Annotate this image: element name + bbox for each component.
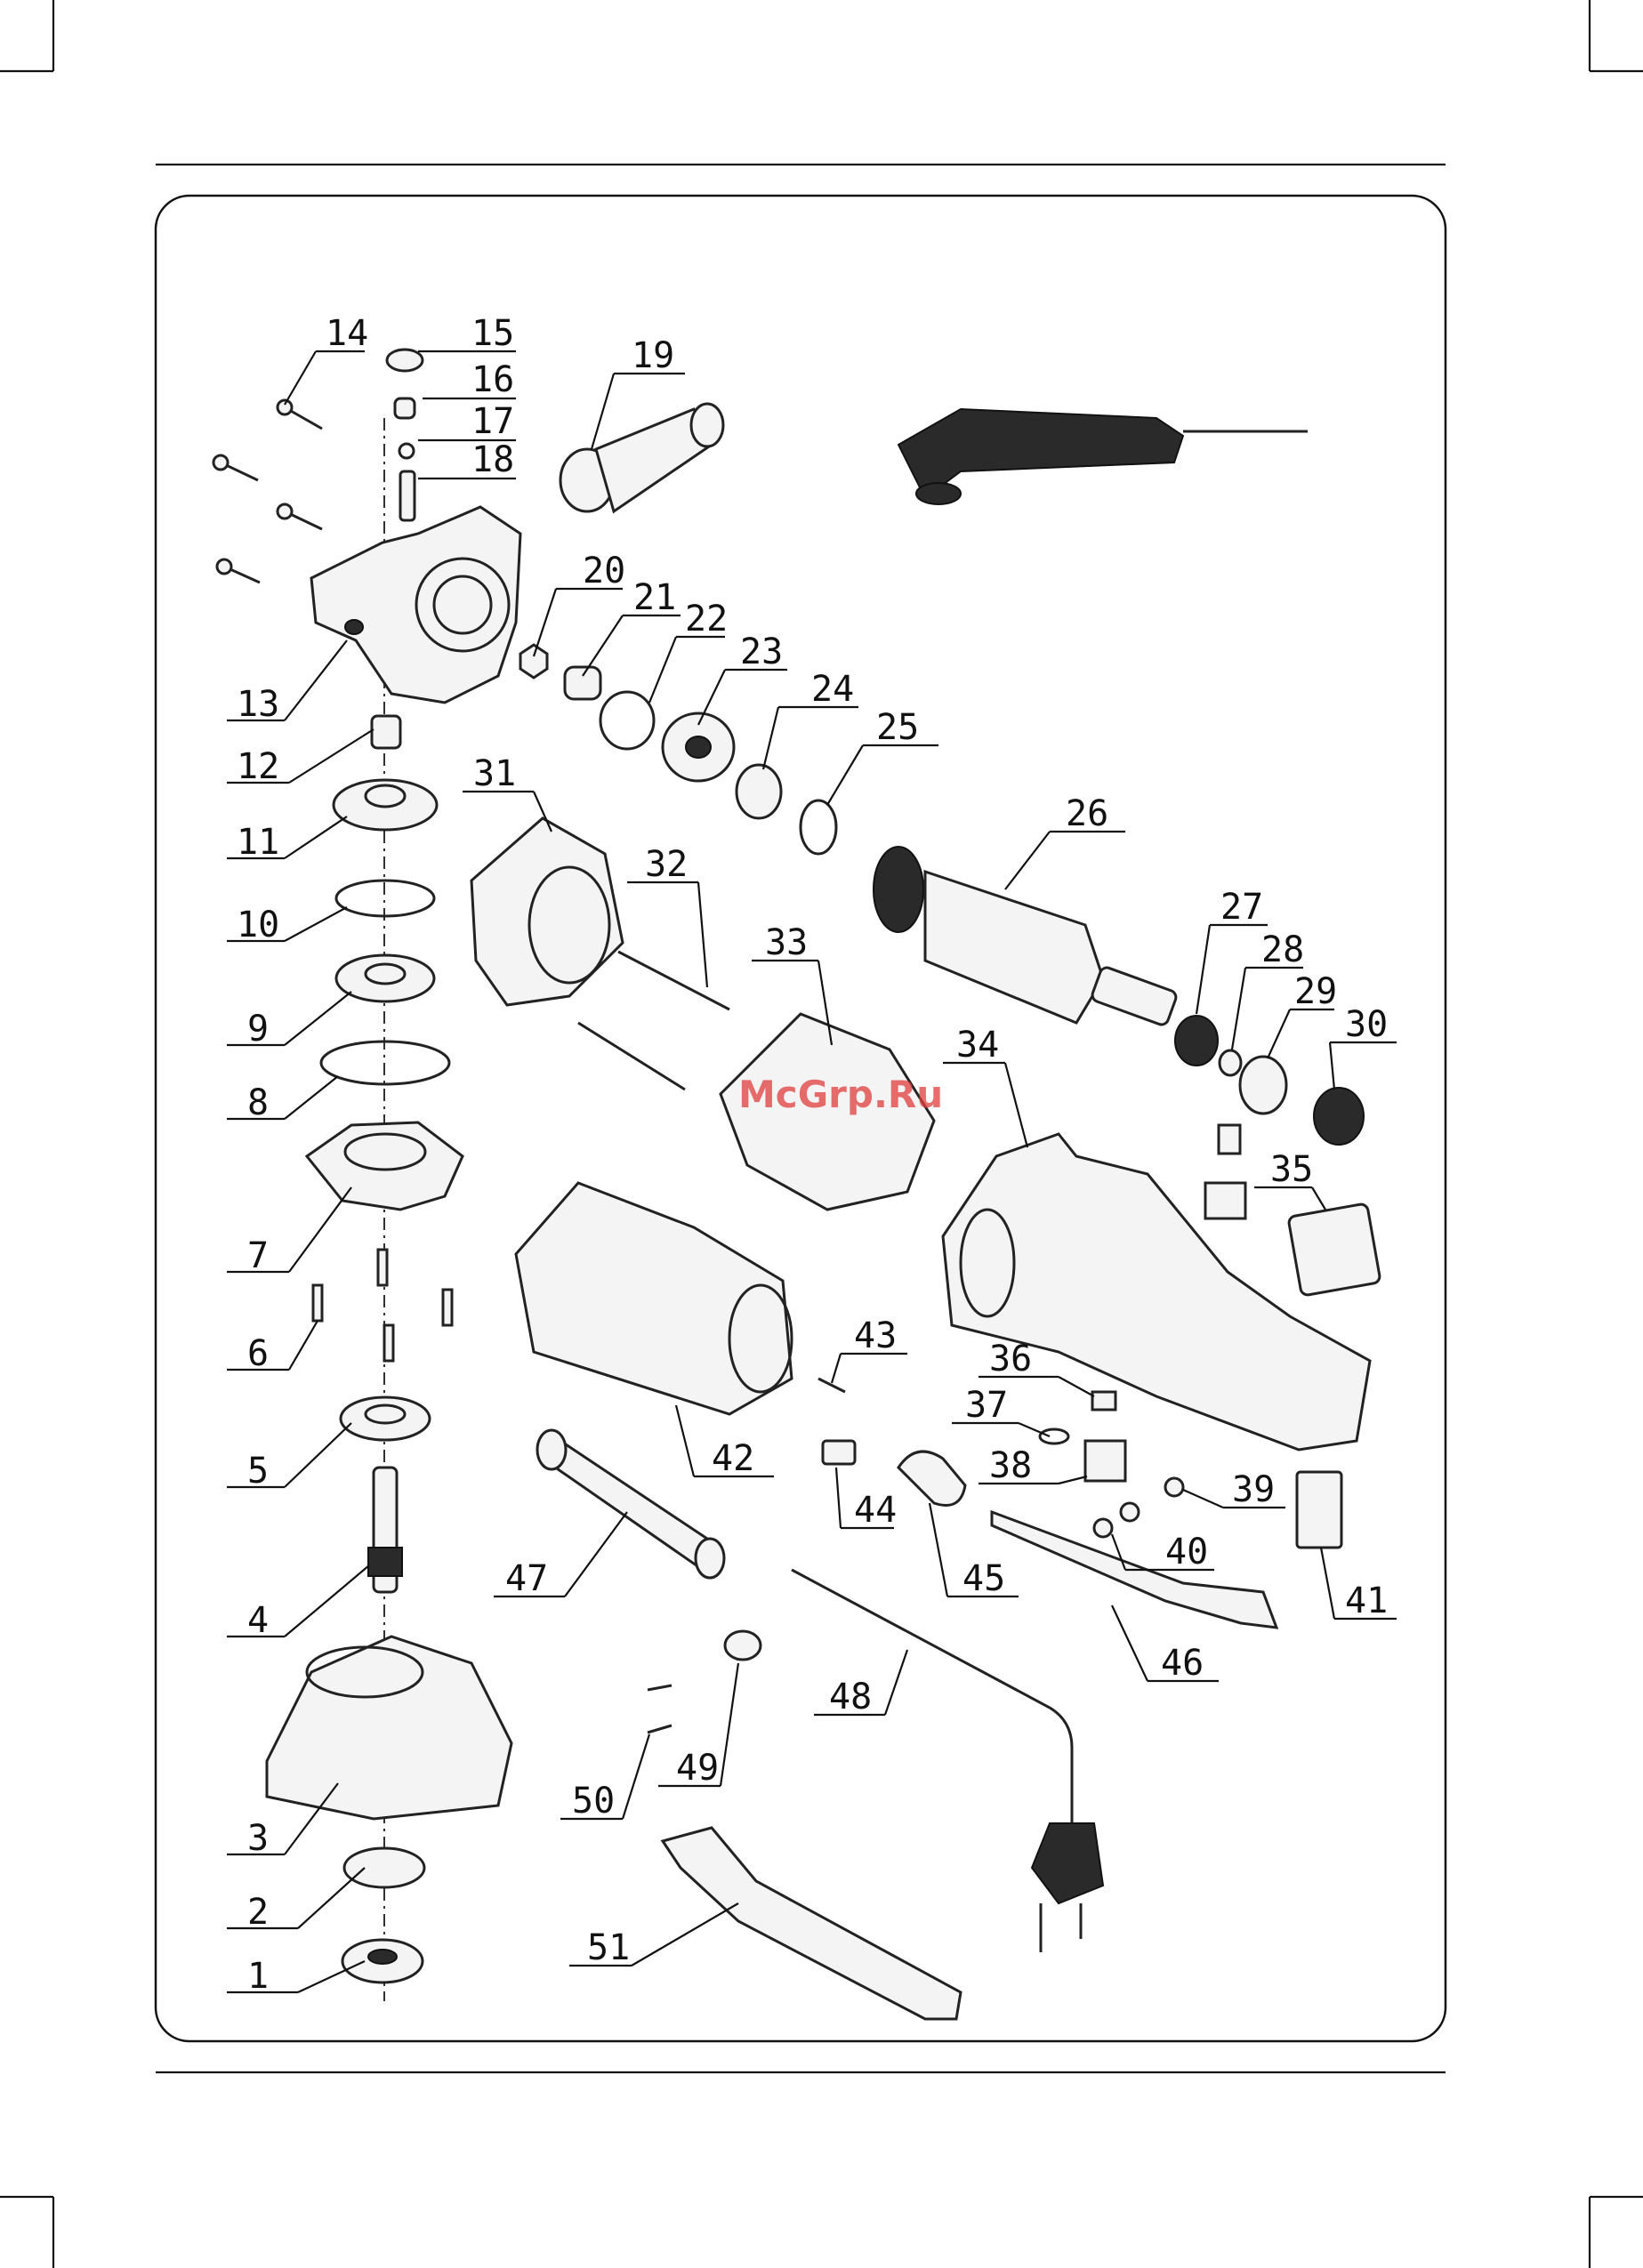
- part-label-11: 11: [237, 822, 279, 863]
- screw-parts: [213, 400, 322, 583]
- part-label-31: 31: [473, 753, 516, 794]
- part-label-47: 47: [505, 1558, 548, 1599]
- rear-housing: [516, 1183, 792, 1414]
- part-label-16: 16: [471, 359, 514, 400]
- part-label-45: 45: [962, 1558, 1005, 1599]
- part-label-49: 49: [676, 1748, 719, 1789]
- part-label-42: 42: [712, 1438, 754, 1479]
- part-label-28: 28: [1261, 929, 1304, 970]
- watermark-text: McGrp.Ru: [738, 1073, 943, 1116]
- side-handle: [560, 404, 723, 511]
- part-label-13: 13: [237, 684, 279, 725]
- part-label-48: 48: [829, 1677, 872, 1717]
- part-label-26: 26: [1066, 793, 1108, 834]
- part-label-22: 22: [685, 599, 728, 639]
- part-label-17: 17: [471, 401, 514, 442]
- part-label-8: 8: [247, 1082, 269, 1123]
- part-label-44: 44: [854, 1490, 897, 1531]
- part-label-24: 24: [811, 669, 854, 710]
- part-label-30: 30: [1345, 1004, 1388, 1045]
- part-label-23: 23: [740, 631, 783, 672]
- part-label-29: 29: [1294, 971, 1337, 1012]
- part-label-43: 43: [854, 1315, 897, 1356]
- part-label-4: 4: [247, 1600, 269, 1641]
- part-label-50: 50: [572, 1781, 615, 1822]
- part-label-33: 33: [765, 922, 808, 963]
- part-label-39: 39: [1232, 1469, 1275, 1510]
- part-label-3: 3: [247, 1818, 269, 1859]
- gear-housing: [311, 507, 520, 703]
- part-label-36: 36: [989, 1339, 1032, 1379]
- part-label-34: 34: [956, 1025, 999, 1066]
- part-label-19: 19: [632, 335, 674, 376]
- part-label-20: 20: [583, 551, 625, 591]
- part-label-10: 10: [237, 905, 279, 945]
- part-label-15: 15: [471, 313, 514, 354]
- part-label-14: 14: [326, 313, 368, 354]
- part-label-7: 7: [247, 1235, 269, 1276]
- part-label-27: 27: [1220, 887, 1263, 928]
- armature: [874, 847, 1178, 1026]
- part-label-12: 12: [237, 746, 279, 787]
- part-label-2: 2: [247, 1892, 269, 1933]
- part-label-1: 1: [247, 1956, 269, 1997]
- part-label-21: 21: [633, 577, 676, 618]
- part-label-38: 38: [989, 1445, 1032, 1486]
- part-label-37: 37: [965, 1385, 1008, 1426]
- part-label-51: 51: [587, 1927, 630, 1968]
- part-label-9: 9: [247, 1009, 269, 1050]
- part-label-35: 35: [1270, 1149, 1313, 1190]
- part-label-18: 18: [471, 439, 514, 480]
- part-label-25: 25: [876, 707, 919, 748]
- part-label-6: 6: [247, 1333, 269, 1374]
- part-label-46: 46: [1161, 1643, 1204, 1684]
- part-label-32: 32: [645, 844, 688, 885]
- part-label-40: 40: [1165, 1532, 1208, 1572]
- part-label-41: 41: [1345, 1580, 1388, 1621]
- tool-overview: [898, 409, 1308, 504]
- part-label-5: 5: [247, 1451, 269, 1492]
